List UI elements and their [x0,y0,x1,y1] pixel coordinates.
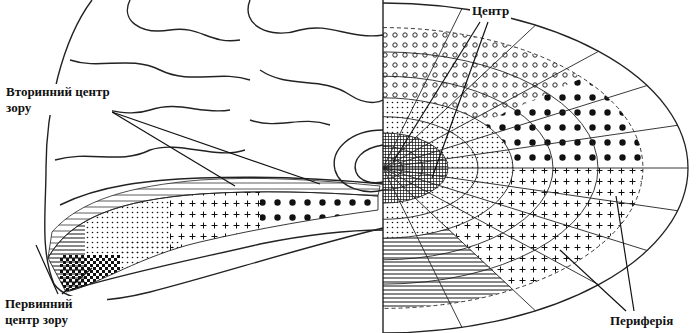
secondary-center-label: Вторинний центр зору [4,84,112,115]
center-label: Центр [470,3,511,19]
primary-center-label: Первинний центр зору [3,296,107,327]
periphery-label: Периферія [608,313,675,329]
